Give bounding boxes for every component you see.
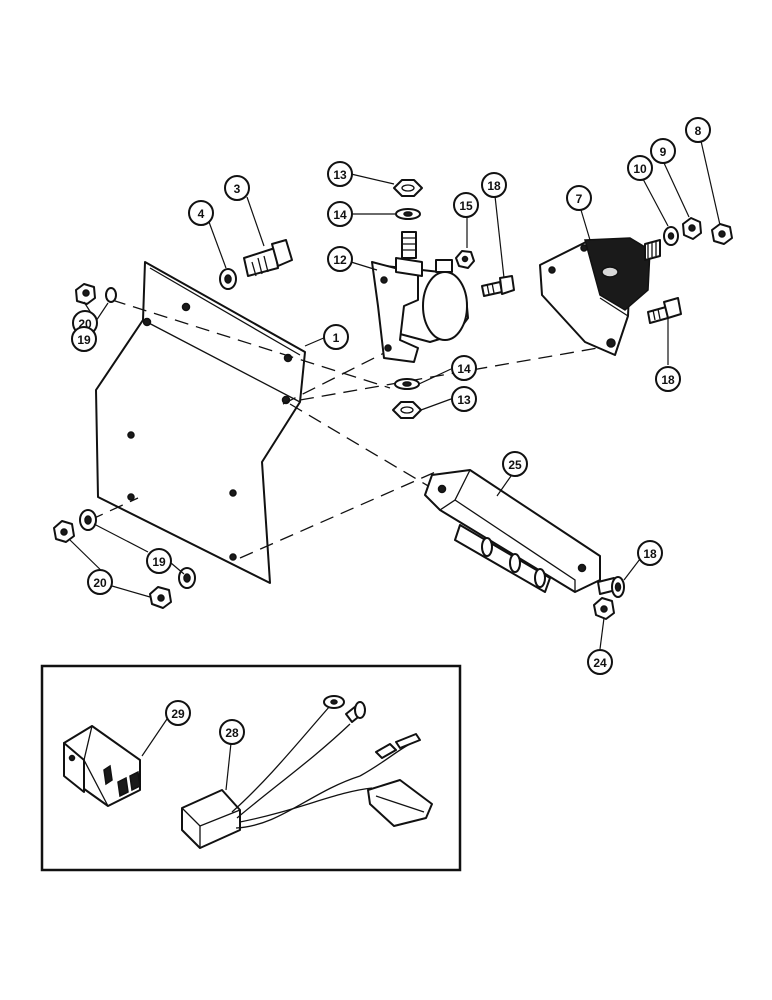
callout-c28: 28 [219, 719, 245, 745]
callout-circle [327, 246, 353, 272]
callout-circle [655, 366, 681, 392]
nut-8 [711, 223, 733, 245]
callout-number: 24 [593, 656, 607, 670]
callout-c29: 29 [165, 700, 191, 726]
lockwasher-19-top [105, 287, 117, 303]
screw-18-fuse [597, 576, 625, 598]
callout-c24: 24 [587, 649, 613, 675]
callout-c25: 25 [502, 451, 528, 477]
nut-24 [593, 597, 615, 620]
callout-number: 29 [171, 707, 185, 721]
callout-circle [219, 719, 245, 745]
callout-circle [224, 175, 250, 201]
nut-15 [455, 250, 475, 269]
callout-number: 19 [152, 555, 166, 569]
callout-number: 10 [633, 162, 647, 176]
callout-c9: 9 [650, 138, 676, 164]
callout-number: 12 [333, 253, 347, 267]
callout-circle [146, 548, 172, 574]
callout-c18a: 18 [481, 172, 507, 198]
callout-circle [71, 326, 97, 352]
callout-circle [327, 161, 353, 187]
callout-circle [637, 540, 663, 566]
callout-circle [87, 569, 113, 595]
nut-20-top [75, 283, 96, 305]
callout-number: 4 [198, 207, 205, 221]
callout-circle [323, 324, 349, 350]
callout-c14a: 14 [327, 201, 353, 227]
callout-c3: 3 [224, 175, 250, 201]
solenoid-12 [371, 231, 469, 363]
callout-c19b: 19 [146, 548, 172, 574]
nut-20-bottom [149, 586, 172, 609]
callout-c18c: 18 [637, 540, 663, 566]
callout-number: 9 [660, 145, 667, 159]
washer-19-left [79, 509, 97, 531]
callout-number: 14 [333, 208, 347, 222]
callout-circle [165, 700, 191, 726]
callout-circle [188, 200, 214, 226]
screw-18-relay [647, 297, 682, 324]
callout-number: 15 [459, 199, 473, 213]
nut-13-top [393, 179, 423, 197]
mounting-plate [95, 261, 306, 584]
harness-28 [181, 695, 433, 849]
callout-number: 18 [661, 373, 675, 387]
callout-circle [650, 138, 676, 164]
callout-circle [566, 185, 592, 211]
relay-29 [63, 725, 141, 807]
callout-number: 18 [643, 547, 657, 561]
screw-18-solenoid [481, 275, 515, 297]
callout-number: 7 [576, 192, 583, 206]
callout-number: 14 [457, 362, 471, 376]
washer-19-bottom [178, 567, 196, 589]
callout-c18b: 18 [655, 366, 681, 392]
callout-circle [327, 201, 353, 227]
callout-number: 13 [333, 168, 347, 182]
callout-c19a: 19 [71, 326, 97, 352]
callout-number: 19 [77, 333, 91, 347]
callout-circle [627, 155, 653, 181]
callout-circle [587, 649, 613, 675]
callout-circle [451, 386, 477, 412]
callout-circle [685, 117, 711, 143]
fuse-holder-25 [424, 469, 601, 593]
callout-c7: 7 [566, 185, 592, 211]
nut-13-bottom [392, 401, 422, 419]
washer-10 [663, 226, 679, 246]
inset-frame [40, 664, 462, 872]
callout-number: 18 [487, 179, 501, 193]
washer-14-bottom [394, 378, 420, 390]
callout-circle [502, 451, 528, 477]
nut-9 [682, 217, 702, 240]
callout-number: 25 [508, 458, 522, 472]
callout-number: 1 [333, 331, 340, 345]
callout-circle [453, 192, 479, 218]
callout-circle [481, 172, 507, 198]
callout-c8: 8 [685, 117, 711, 143]
callout-number: 28 [225, 726, 239, 740]
callout-number: 3 [234, 182, 241, 196]
washer-4 [219, 268, 237, 290]
callout-c13b: 13 [451, 386, 477, 412]
callout-c1: 1 [323, 324, 349, 350]
callout-c10: 10 [627, 155, 653, 181]
callout-number: 20 [93, 576, 107, 590]
nut-20-left [53, 520, 75, 543]
callout-c20b: 20 [87, 569, 113, 595]
relay-7 [539, 237, 661, 356]
callout-c4: 4 [188, 200, 214, 226]
callout-number: 8 [695, 124, 702, 138]
callout-c14b: 14 [451, 355, 477, 381]
callout-c15: 15 [453, 192, 479, 218]
bolt-3 [243, 239, 293, 277]
callout-c12: 12 [327, 246, 353, 272]
callout-c13a: 13 [327, 161, 353, 187]
callout-number: 13 [457, 393, 471, 407]
callout-circle [451, 355, 477, 381]
washer-14-top [395, 208, 421, 220]
